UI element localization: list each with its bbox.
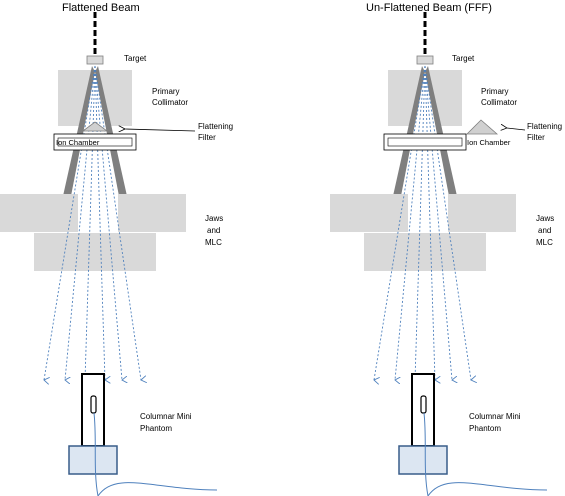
label-phantom-2: Phantom: [140, 424, 172, 433]
label-flattening-filter-2: Filter: [527, 133, 545, 142]
label-target: Target: [124, 54, 147, 63]
filter-arrow: [125, 129, 196, 131]
ion-chamber: [383, 133, 467, 151]
label-ion-chamber: Ion Chamber: [56, 138, 100, 147]
panel-flattened: [0, 12, 217, 496]
label-flattening-filter-1: Flattening: [198, 122, 233, 131]
flattening-filter-removed: [466, 119, 499, 135]
ion-chamber-inner: [57, 137, 133, 147]
label-ion-chamber: Ion Chamber: [467, 138, 511, 147]
label-jaws-2: and: [207, 226, 220, 235]
label-phantom-2: Phantom: [469, 424, 501, 433]
label-jaws-1: Jaws: [536, 214, 554, 223]
label-primary-collimator-2: Collimator: [481, 98, 517, 107]
panel-title: Un-Flattened Beam (FFF): [366, 2, 492, 14]
panel-fff: [330, 12, 547, 496]
filter-arrow: [507, 128, 526, 130]
label-jaws-3: MLC: [536, 238, 553, 247]
label-phantom-1: Columnar Mini: [469, 412, 521, 421]
label-jaws-2: and: [538, 226, 551, 235]
label-flattening-filter-2: Filter: [198, 133, 216, 142]
flattening-filter-in-beam: [81, 121, 109, 132]
ion-chamber-inner: [387, 137, 463, 147]
label-primary-collimator-2: Collimator: [152, 98, 188, 107]
label-primary-collimator-1: Primary: [481, 87, 509, 96]
label-target: Target: [452, 54, 475, 63]
label-phantom-1: Columnar Mini: [140, 412, 192, 421]
label-flattening-filter-1: Flattening: [527, 122, 562, 131]
label-jaws-3: MLC: [205, 238, 222, 247]
panel-title: Flattened Beam: [62, 2, 140, 14]
label-primary-collimator-1: Primary: [152, 87, 180, 96]
label-jaws-1: Jaws: [205, 214, 223, 223]
